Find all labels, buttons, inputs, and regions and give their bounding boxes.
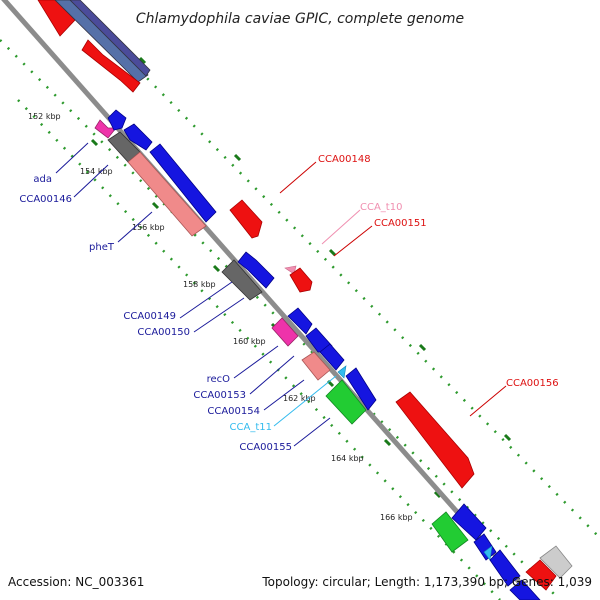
gene-label-pheT[interactable]: pheT (89, 242, 115, 253)
gene-label-CCA00154[interactable]: CCA00154 (207, 406, 260, 417)
tick-label: 156 kbp (132, 223, 165, 232)
gene-label-CCA_t11[interactable]: CCA_t11 (230, 422, 272, 433)
gene-feature-CCA00155[interactable] (325, 379, 367, 425)
feature-group-top (37, 0, 151, 93)
gene-label-CCA00149[interactable]: CCA00149 (123, 311, 176, 322)
gene-feature[interactable] (319, 343, 345, 371)
feature-group-inner-c (271, 307, 377, 425)
gene-label-CCA00148[interactable]: CCA00148 (318, 154, 371, 165)
gene-label-CCA_t10[interactable]: CCA_t10 (360, 202, 402, 213)
gene-feature[interactable] (525, 559, 557, 591)
gene-label-ada[interactable]: ada (33, 174, 52, 185)
tick-label: 166 kbp (380, 513, 413, 522)
gene-feature[interactable] (489, 549, 521, 587)
gene-labels-right: CCA00148 CCA_t10 CCA00151 CCA00156 (318, 154, 559, 389)
tick-label: 162 kbp (283, 394, 316, 403)
gene-feature[interactable] (123, 123, 153, 151)
outer-major-ticks (138, 56, 512, 442)
gene-feature-CCA_t11[interactable] (337, 365, 347, 379)
gene-feature-ada[interactable] (94, 119, 117, 139)
tick-label: 152 kbp (28, 112, 61, 121)
gene-label-CCA00146[interactable]: CCA00146 (19, 194, 72, 205)
tick-label: 160 kbp (233, 337, 266, 346)
gene-feature[interactable] (483, 545, 493, 561)
gene-labels-left: ada CCA00146 pheT CCA00149 CCA00150 recO… (19, 174, 292, 453)
topology-text: Topology: circular; Length: 1,173,390 bp… (261, 575, 592, 589)
gene-feature-CCA00150[interactable] (221, 259, 263, 301)
gene-feature-CCA00156[interactable] (395, 391, 475, 489)
leader-lines (55, 142, 507, 447)
gene-label-recO[interactable]: recO (207, 374, 231, 385)
gene-label-CCA00150[interactable]: CCA00150 (137, 327, 190, 338)
gene-feature-pheT[interactable] (127, 151, 207, 237)
gene-feature[interactable] (345, 367, 377, 411)
gene-label-CCA00156[interactable]: CCA00156 (506, 378, 559, 389)
gene-feature[interactable] (107, 109, 127, 131)
gene-label-CCA00155[interactable]: CCA00155 (239, 442, 292, 453)
gene-feature-CCA00151[interactable] (289, 267, 313, 293)
gene-feature-CCA00148[interactable] (229, 199, 263, 239)
gene-feature[interactable] (539, 545, 573, 579)
feature-group-inner-a (94, 109, 217, 237)
tick-label: 158 kbp (183, 280, 216, 289)
gene-feature[interactable] (509, 579, 541, 600)
genome-backbone (1, 0, 537, 600)
map-title: Chlamydophila caviae GPIC, complete geno… (136, 11, 464, 27)
feature-group-inner-b (221, 251, 275, 301)
feature-group-bottom (431, 503, 573, 600)
gene-label-CCA00153[interactable]: CCA00153 (193, 390, 246, 401)
gene-feature-CCA_t10[interactable] (284, 265, 297, 275)
tick-label: 154 kbp (80, 167, 113, 176)
accession-text: Accession: NC_003361 (8, 575, 144, 589)
gene-feature[interactable] (287, 307, 313, 335)
tick-labels: 152 kbp 154 kbp 156 kbp 158 kbp 160 kbp … (28, 112, 413, 522)
gene-label-CCA00151[interactable]: CCA00151 (374, 218, 427, 229)
gene-feature-recO[interactable] (271, 317, 299, 347)
gene-feature[interactable] (431, 511, 469, 553)
gene-feature-CCA00154[interactable] (301, 351, 331, 381)
gene-feature[interactable] (451, 503, 487, 541)
gene-feature[interactable] (81, 39, 141, 93)
gene-feature[interactable] (69, 0, 151, 77)
gene-feature[interactable] (149, 143, 217, 223)
tick-label: 164 kbp (331, 454, 364, 463)
gene-feature[interactable] (54, 0, 149, 83)
gene-feature-CCA00149[interactable] (237, 251, 275, 289)
